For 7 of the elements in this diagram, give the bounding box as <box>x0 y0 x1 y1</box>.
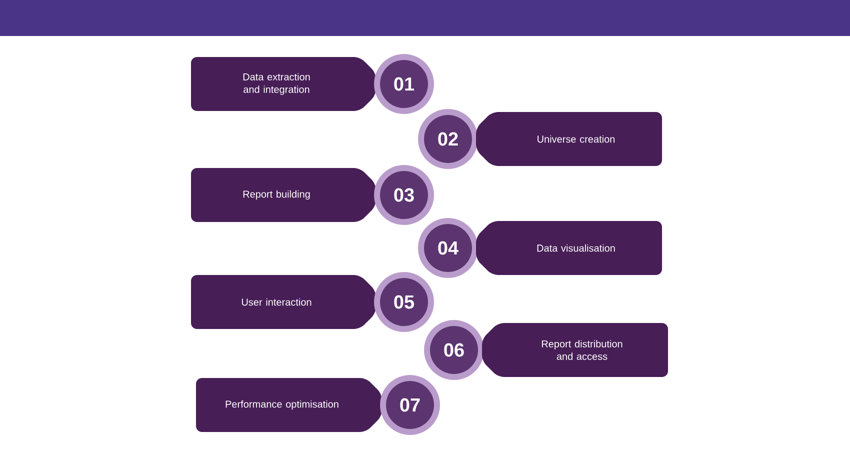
step-box: Report distribution and access <box>482 323 668 377</box>
step-box: Data visualisation <box>476 221 662 275</box>
step-box: Universe creation <box>476 112 662 166</box>
step-box: Report building <box>191 168 376 222</box>
step-box: Data extraction and integration <box>191 57 376 111</box>
step-box: Performance optimisation <box>196 378 382 432</box>
step-box: User interaction <box>191 275 376 329</box>
